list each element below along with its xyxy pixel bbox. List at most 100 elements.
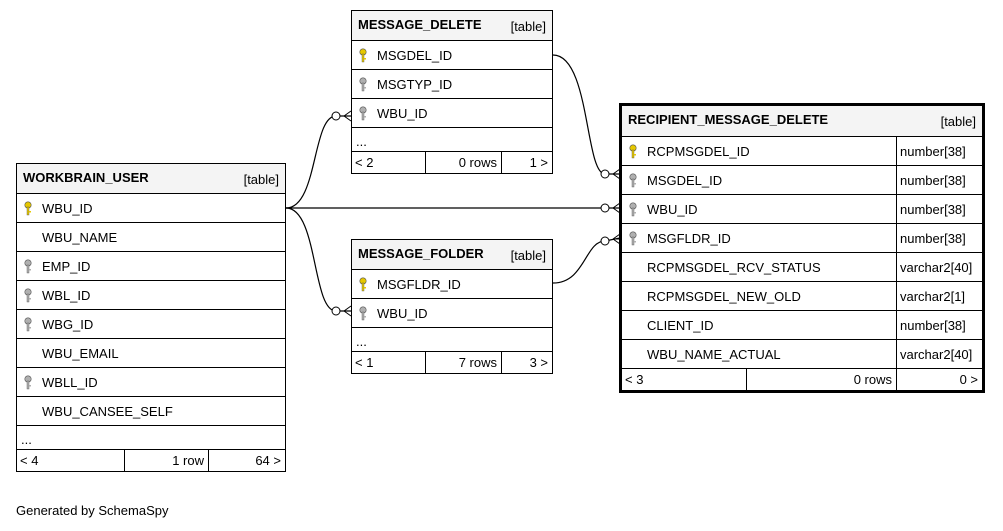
column-row[interactable]: MSGDEL_ID: [352, 40, 552, 69]
table-name: WORKBRAIN_USER: [23, 170, 149, 185]
table-kind-label: [table]: [510, 248, 546, 263]
column-row[interactable]: RCPMSGDEL_RCV_STATUS varchar2[40]: [622, 252, 982, 281]
foreign-key-icon: [358, 106, 368, 122]
edge-msgdel-to-recipient: [552, 54, 620, 175]
table-kind-label: [table]: [940, 114, 976, 129]
children-link[interactable]: 64 >: [208, 450, 285, 471]
column-name: EMP_ID: [42, 259, 91, 274]
table-workbrain-user[interactable]: WORKBRAIN_USER [table] WBU_ID WBU_NAME EMP…: [16, 163, 286, 472]
parents-link[interactable]: < 4: [20, 453, 39, 468]
column-row[interactable]: WBU_ID: [352, 298, 552, 327]
foreign-key-icon: [628, 202, 638, 218]
column-type: varchar2[40]: [896, 253, 982, 281]
table-name: MESSAGE_FOLDER: [358, 246, 484, 261]
foreign-key-icon: [23, 288, 33, 304]
column-row[interactable]: MSGTYP_ID: [352, 69, 552, 98]
column-type: number[38]: [896, 137, 982, 165]
row-count: 0 rows: [425, 152, 501, 173]
foreign-key-icon: [358, 77, 368, 93]
table-header: RECIPIENT_MESSAGE_DELETE [table]: [622, 106, 982, 136]
edge-wbu-to-message-delete: [285, 115, 351, 209]
column-row[interactable]: RCPMSGDEL_ID number[38]: [622, 136, 982, 165]
row-count: 7 rows: [425, 352, 501, 373]
children-link[interactable]: 1 >: [501, 152, 552, 173]
children-link[interactable]: 0 >: [896, 369, 982, 390]
column-name: WBU_EMAIL: [42, 346, 119, 361]
table-footer: < 1 7 rows 3 >: [352, 351, 552, 373]
column-name: WBU_NAME: [42, 230, 118, 245]
children-link[interactable]: 3 >: [501, 352, 552, 373]
edge-crowfoot: [343, 110, 352, 122]
table-recipient-message-delete[interactable]: RECIPIENT_MESSAGE_DELETE [table] RCPMSGD…: [619, 103, 985, 393]
column-row[interactable]: WBU_EMAIL: [17, 338, 285, 367]
column-row[interactable]: WBLL_ID: [17, 367, 285, 396]
edge-crowfoot: [612, 233, 621, 245]
column-type: number[38]: [896, 311, 982, 339]
table-header: MESSAGE_DELETE [table]: [352, 11, 552, 40]
more-columns-ellipsis: ...: [17, 425, 285, 449]
column-row[interactable]: RCPMSGDEL_NEW_OLD varchar2[1]: [622, 281, 982, 310]
parents-link[interactable]: < 1: [355, 355, 374, 370]
table-message-delete[interactable]: MESSAGE_DELETE [table] MSGDEL_ID MSGTYP_I…: [351, 10, 553, 174]
column-type: varchar2[40]: [896, 340, 982, 368]
column-name: RCPMSGDEL_ID: [647, 144, 750, 159]
row-count: 1 row: [124, 450, 208, 471]
more-columns-ellipsis: ...: [352, 127, 552, 151]
column-type: number[38]: [896, 166, 982, 194]
column-type: varchar2[1]: [896, 282, 982, 310]
column-name: MSGDEL_ID: [377, 48, 453, 63]
foreign-key-icon: [23, 317, 33, 333]
parents-link[interactable]: < 2: [355, 155, 374, 170]
table-kind-label: [table]: [243, 172, 279, 187]
column-name: RCPMSGDEL_RCV_STATUS: [647, 260, 821, 275]
edge-optional-marker: [331, 111, 341, 121]
edge-optional-marker: [600, 203, 610, 213]
column-name: MSGFLDR_ID: [647, 231, 731, 246]
column-row[interactable]: WBG_ID: [17, 309, 285, 338]
table-footer: < 4 1 row 64 >: [17, 449, 285, 471]
column-row[interactable]: WBU_ID number[38]: [622, 194, 982, 223]
column-name: WBG_ID: [42, 317, 94, 332]
column-name: WBU_ID: [42, 201, 93, 216]
column-row[interactable]: WBU_ID: [352, 98, 552, 127]
table-footer: < 3 0 rows 0 >: [622, 368, 982, 390]
column-name: RCPMSGDEL_NEW_OLD: [647, 289, 801, 304]
column-row[interactable]: WBL_ID: [17, 280, 285, 309]
edge-crowfoot: [343, 305, 352, 317]
table-kind-label: [table]: [510, 19, 546, 34]
table-name: MESSAGE_DELETE: [358, 17, 482, 32]
column-name: WBU_ID: [377, 106, 428, 121]
table-name: RECIPIENT_MESSAGE_DELETE: [628, 112, 829, 127]
table-header: WORKBRAIN_USER [table]: [17, 164, 285, 193]
primary-key-icon: [628, 144, 638, 160]
parents-link[interactable]: < 3: [625, 372, 644, 387]
column-name: WBL_ID: [42, 288, 91, 303]
table-header: MESSAGE_FOLDER [table]: [352, 240, 552, 269]
primary-key-icon: [358, 48, 368, 64]
column-row[interactable]: MSGFLDR_ID: [352, 269, 552, 298]
edge-optional-marker: [600, 169, 610, 179]
foreign-key-icon: [628, 173, 638, 189]
primary-key-icon: [23, 201, 33, 217]
column-name: MSGTYP_ID: [377, 77, 453, 92]
column-type: number[38]: [896, 195, 982, 223]
edge-crowfoot: [612, 168, 621, 180]
column-name: WBU_ID: [647, 202, 698, 217]
edge-optional-marker: [600, 236, 610, 246]
column-row[interactable]: WBU_NAME: [17, 222, 285, 251]
primary-key-icon: [358, 277, 368, 293]
column-row[interactable]: EMP_ID: [17, 251, 285, 280]
column-list: WBU_ID WBU_NAME EMP_ID WBL_ID WBG_ID WBU_EMAI…: [17, 193, 285, 425]
foreign-key-icon: [23, 259, 33, 275]
column-row[interactable]: WBU_ID: [17, 193, 285, 222]
table-footer: < 2 0 rows 1 >: [352, 151, 552, 173]
column-row[interactable]: WBU_CANSEE_SELF: [17, 396, 285, 425]
row-count: 0 rows: [746, 369, 896, 390]
